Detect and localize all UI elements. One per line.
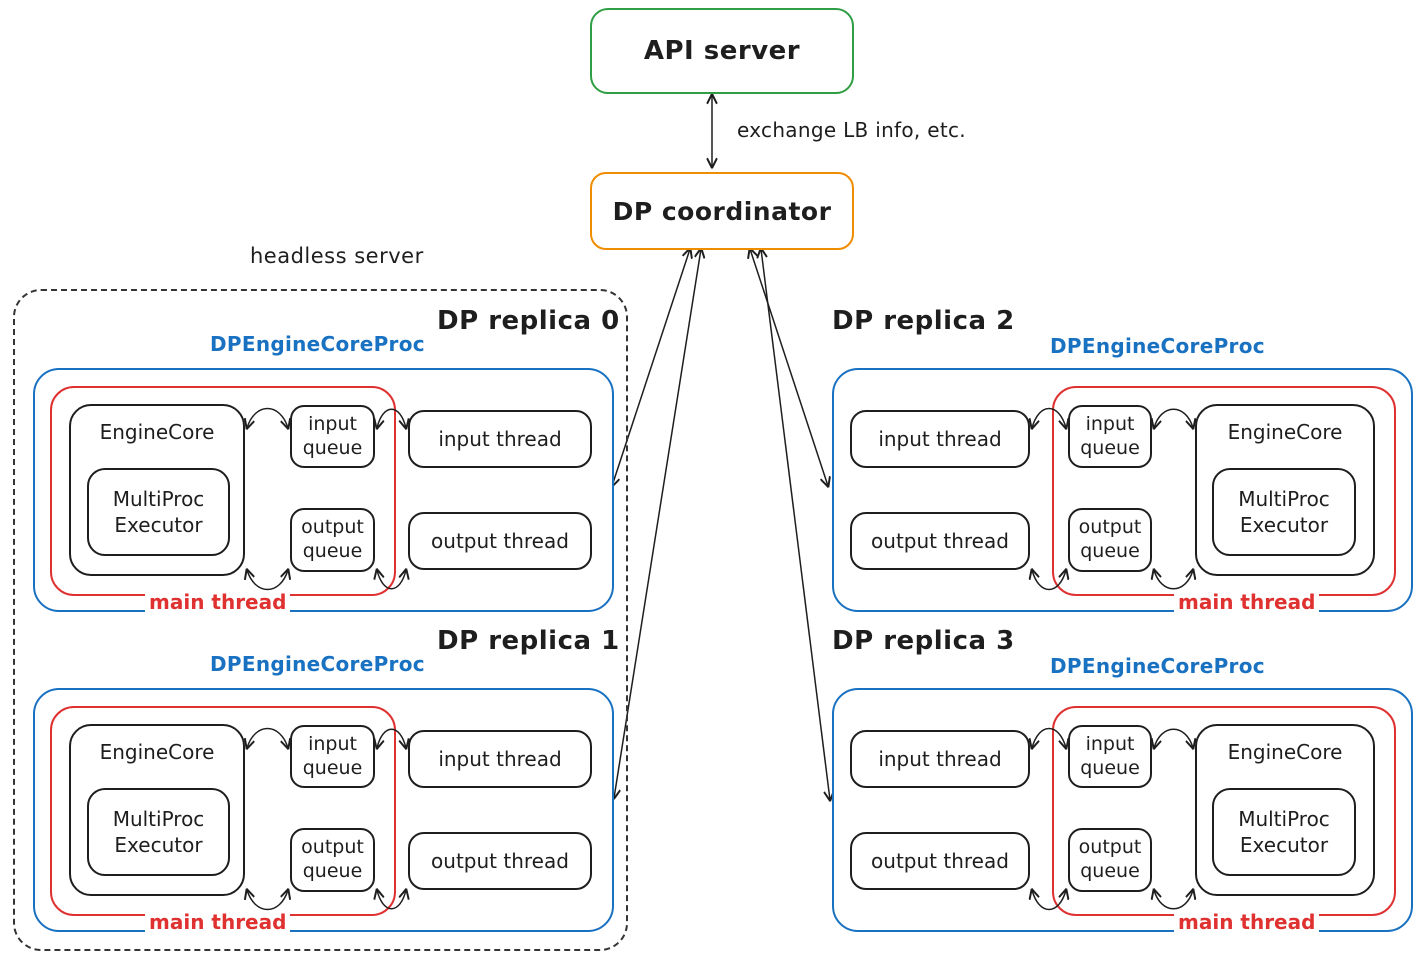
replica-0-title: DP replica 0: [437, 306, 620, 336]
replica-2-proc-label: DPEngineCoreProc: [1050, 334, 1265, 358]
arrow-coordinator-replica-2: [750, 249, 828, 486]
replica-1-output-thread: output thread: [408, 832, 592, 890]
replica-3-title: DP replica 3: [832, 626, 1015, 656]
replica-0-proc-label: DPEngineCoreProc: [210, 332, 425, 356]
replica-3-output-queue: output queue: [1068, 828, 1152, 892]
replica-1-output-queue: output queue: [290, 828, 375, 892]
replica-1-main-thread-label: main thread: [145, 910, 291, 934]
replica-2-input-thread: input thread: [850, 410, 1030, 468]
replica-2-main-thread-label: main thread: [1174, 590, 1320, 614]
replica-0-input-thread: input thread: [408, 410, 592, 468]
replica-2: DP replica 2 DPEngineCoreProc input thre…: [832, 306, 1413, 614]
replica-3: DP replica 3 DPEngineCoreProc input thre…: [832, 626, 1413, 934]
replica-3-main-thread-label: main thread: [1174, 910, 1320, 934]
headless-server-label: headless server: [250, 244, 424, 268]
arrow-coordinator-replica-3: [761, 249, 830, 800]
headless-server-box: [13, 289, 628, 951]
replica-1-proc-label: DPEngineCoreProc: [210, 652, 425, 676]
replica-1-multiproc-executor: MultiProc Executor: [87, 788, 230, 876]
replica-1-input-thread: input thread: [408, 730, 592, 788]
dp-coordinator-node: DP coordinator: [590, 172, 854, 250]
replica-1-input-queue: input queue: [290, 725, 375, 788]
replica-0: DP replica 0 DPEngineCoreProc EngineCore…: [33, 306, 619, 614]
replica-2-output-thread: output thread: [850, 512, 1030, 570]
replica-3-multiproc-executor: MultiProc Executor: [1212, 788, 1356, 876]
replica-0-input-queue: input queue: [290, 405, 375, 468]
replica-2-input-queue: input queue: [1068, 405, 1152, 468]
replica-3-input-queue: input queue: [1068, 725, 1152, 788]
exchange-note: exchange LB info, etc.: [737, 118, 966, 142]
replica-2-title: DP replica 2: [832, 306, 1015, 336]
replica-3-output-thread: output thread: [850, 832, 1030, 890]
replica-0-output-queue: output queue: [290, 508, 375, 572]
replica-1: DP replica 1 DPEngineCoreProc EngineCore…: [33, 626, 619, 934]
replica-3-proc-label: DPEngineCoreProc: [1050, 654, 1265, 678]
replica-2-multiproc-executor: MultiProc Executor: [1212, 468, 1356, 556]
replica-0-multiproc-executor: MultiProc Executor: [87, 468, 230, 556]
replica-0-main-thread-label: main thread: [145, 590, 291, 614]
replica-0-output-thread: output thread: [408, 512, 592, 570]
replica-3-input-thread: input thread: [850, 730, 1030, 788]
replica-2-output-queue: output queue: [1068, 508, 1152, 572]
api-server-node: API server: [590, 8, 854, 94]
replica-1-title: DP replica 1: [437, 626, 620, 656]
